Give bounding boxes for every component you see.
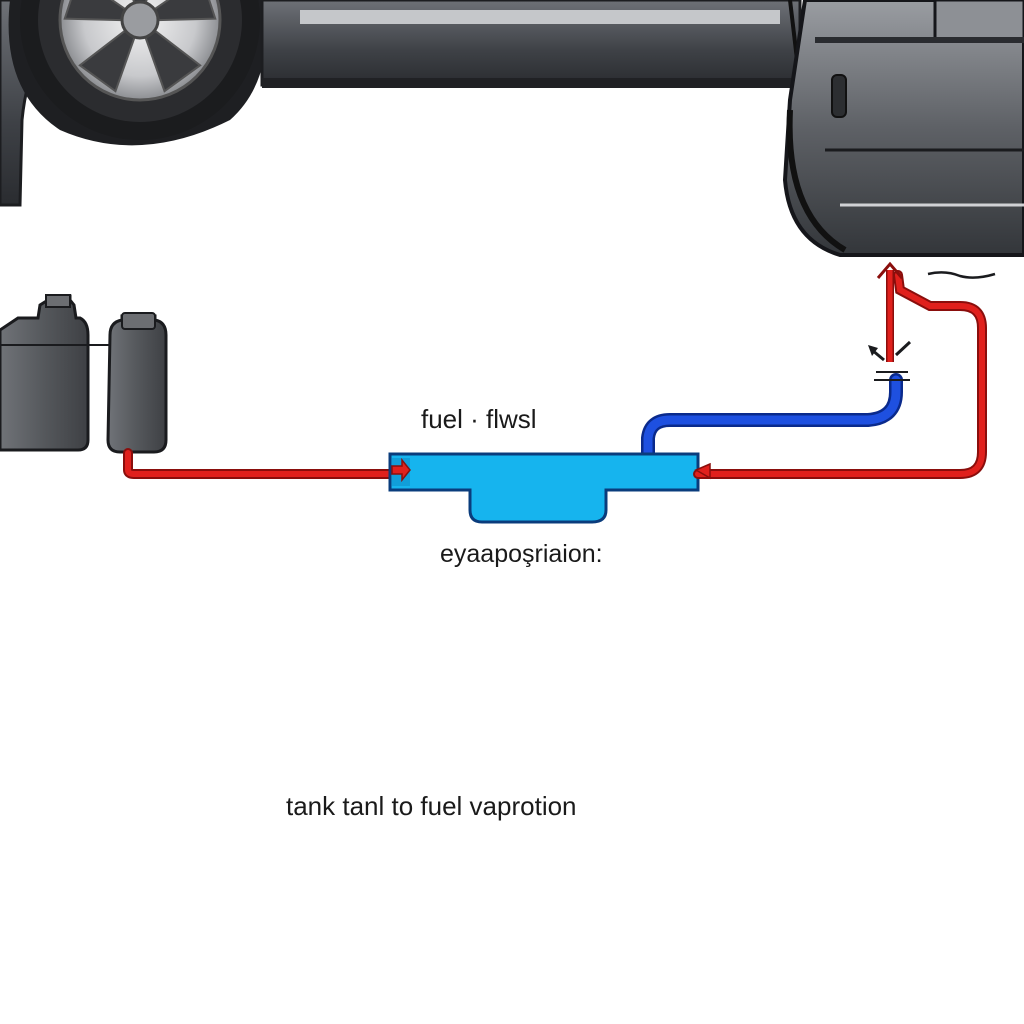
evaporation-label: eyaapoşriaion: (440, 540, 603, 568)
fuel-tank-icon (0, 294, 90, 452)
arrow-icon (868, 340, 912, 381)
reflector (831, 74, 847, 118)
flow-label: fuel · flwsl (421, 404, 537, 434)
arrow-icon (876, 261, 904, 279)
vapor-wisp (927, 271, 996, 279)
fuel-tank-icon (106, 312, 168, 454)
evap-canister (388, 452, 700, 524)
rear-bumper (782, 0, 1024, 257)
fuel-line-left (123, 448, 397, 479)
sill-lower-edge (262, 78, 802, 88)
sill-highlight (300, 10, 780, 24)
wheel-icon (20, 0, 260, 140)
caption: tank tanl to fuel vaprotion (286, 791, 577, 821)
arrow-icon (391, 457, 411, 483)
arrow-icon (694, 462, 711, 480)
